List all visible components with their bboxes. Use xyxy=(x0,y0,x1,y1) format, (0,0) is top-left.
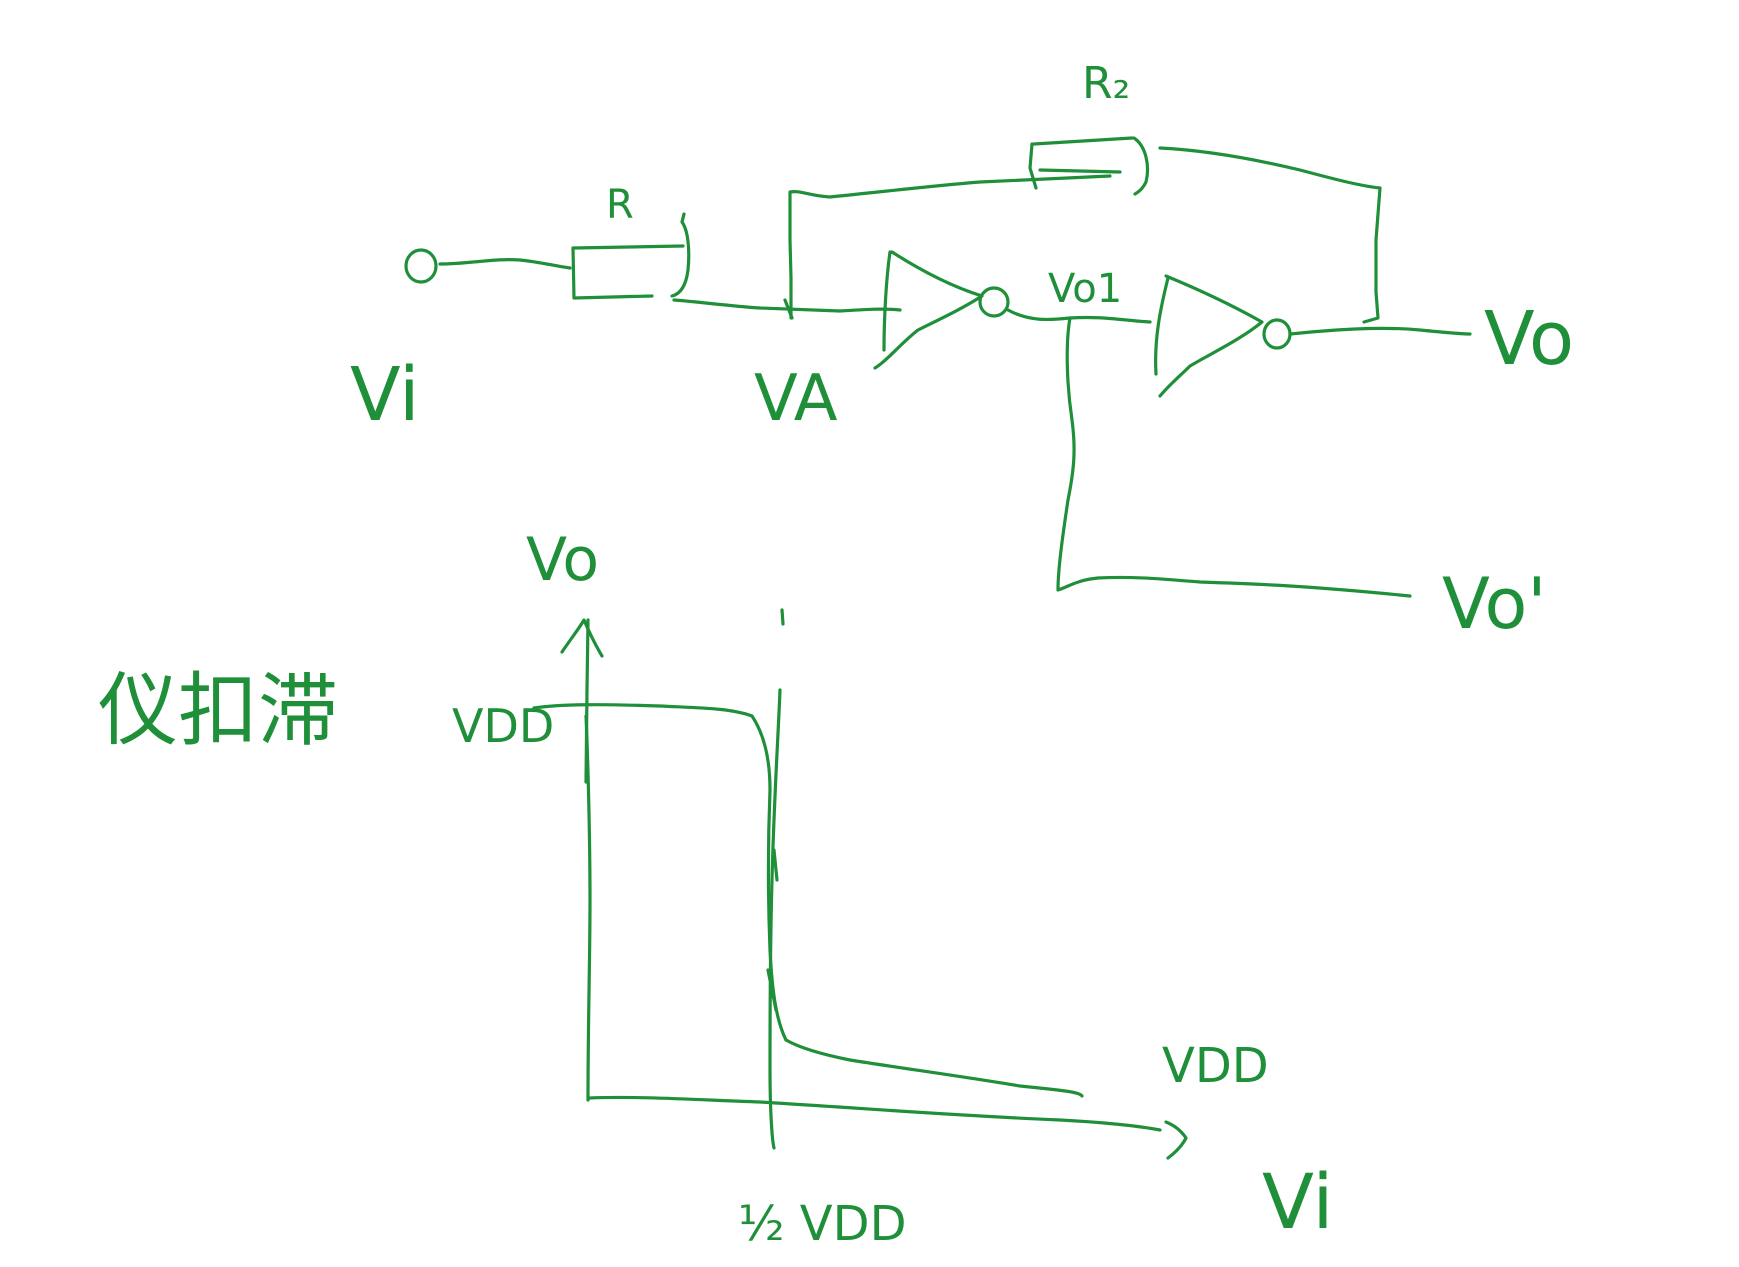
y-axis xyxy=(560,618,604,784)
inverter-2 xyxy=(1154,274,1264,398)
input-label: Vi xyxy=(350,352,420,438)
inverter-2-bubble xyxy=(1262,318,1292,350)
resistor-r-label: R xyxy=(606,182,634,228)
input-wire xyxy=(438,258,572,270)
resistor-r xyxy=(571,212,691,300)
r2-to-vo-wire xyxy=(1158,146,1382,324)
branch-to-vo-prime xyxy=(1056,316,1412,598)
output-wire xyxy=(1288,326,1472,336)
y-axis-label: Vo xyxy=(526,525,599,595)
input-terminal xyxy=(404,248,438,284)
x-axis-label: Vi xyxy=(1262,1157,1333,1246)
node-a-label: VA xyxy=(754,362,838,436)
y-high-label: VDD xyxy=(452,699,554,753)
hysteresis-inner-edge xyxy=(766,688,782,1150)
wire-to-node-a xyxy=(672,298,902,313)
threshold-tick xyxy=(780,608,785,626)
node-o1-label: Vo1 xyxy=(1048,266,1122,312)
x-threshold-label: ½ VDD xyxy=(738,1196,907,1252)
hysteresis-left-edge xyxy=(584,714,592,1102)
plot-title: 仪扣滞 xyxy=(98,664,338,757)
output-prime-label: Vo' xyxy=(1442,563,1547,645)
x-axis xyxy=(588,1095,1188,1160)
feedback-wire xyxy=(788,174,1112,320)
output-label: Vo xyxy=(1484,296,1574,382)
resistor-r2 xyxy=(1028,136,1150,196)
inverter-1-bubble xyxy=(978,286,1010,318)
transfer-characteristic-plot: 仪扣滞 Vo VDD Vi VDD ½ VDD xyxy=(98,525,1333,1252)
inverter-1 xyxy=(873,250,984,370)
hysteresis-top-edge xyxy=(532,703,754,718)
hysteresis-bottom-edge xyxy=(784,1038,1084,1098)
x-high-label: VDD xyxy=(1162,1038,1269,1094)
schmitt-trigger-circuit: R R₂ Vi VA Vo1 xyxy=(350,58,1574,645)
resistor-r2-label: R₂ xyxy=(1082,58,1130,109)
